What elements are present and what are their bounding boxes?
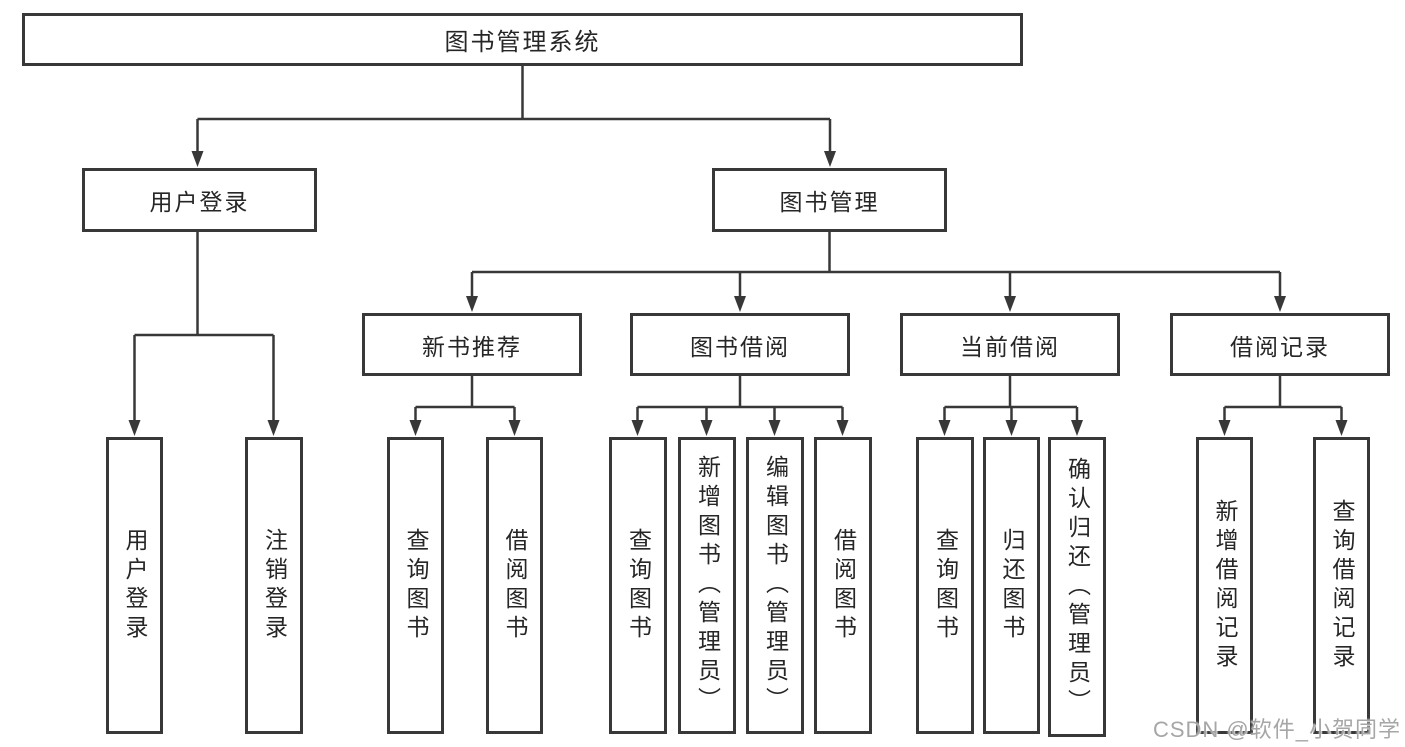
- node-user-login: 用户登录: [82, 168, 317, 232]
- leaf-label: 查询图书: [403, 527, 429, 644]
- arrowhead-icon: [824, 151, 836, 167]
- leaf-borrow-query-book: 查询图书: [609, 437, 667, 734]
- leaf-label: 确认归还（管理员）: [1064, 456, 1091, 718]
- leaf-current-query-book: 查询图书: [916, 437, 974, 734]
- leaf-label: 用户登录: [122, 527, 148, 644]
- connector-userlogin-to-leaves: [128, 232, 280, 436]
- arrowhead-icon: [191, 151, 204, 167]
- node-book-borrow: 图书借阅: [630, 313, 850, 376]
- arrowhead-icon: [734, 296, 746, 312]
- arrowhead-icon: [1274, 296, 1286, 312]
- leaf-current-return-book: 归还图书: [983, 437, 1040, 734]
- node-label: 图书借阅: [690, 333, 790, 360]
- node-borrow-records: 借阅记录: [1170, 313, 1390, 376]
- leaf-borrow-add-book-admin: 新增图书（管理员）: [678, 437, 736, 734]
- leaf-label: 借阅图书: [830, 527, 857, 644]
- connector-currentborrow-to-leaves: [938, 376, 1083, 436]
- csdn-watermark: CSDN @软件_小贺同学: [1152, 717, 1401, 742]
- leaf-label: 归还图书: [999, 527, 1025, 644]
- arrowhead-icon: [1004, 296, 1016, 312]
- leaf-label: 借阅图书: [502, 527, 528, 644]
- node-label: 图书管理系统: [444, 29, 601, 56]
- arrowhead-icon: [700, 420, 713, 436]
- arrowhead-icon: [267, 420, 280, 436]
- arrowhead-icon: [768, 420, 781, 436]
- arrowhead-icon: [466, 296, 478, 312]
- arrowhead-icon: [508, 420, 521, 436]
- node-current-borrow: 当前借阅: [900, 313, 1120, 376]
- arrowhead-icon: [409, 420, 422, 436]
- leaf-records-add-record: 新增借阅记录: [1196, 437, 1253, 734]
- leaf-logout: 注销登录: [245, 437, 303, 734]
- node-label: 当前借阅: [960, 333, 1060, 360]
- leaf-newbook-borrow-book: 借阅图书: [486, 437, 543, 734]
- leaf-label: 注销登录: [261, 527, 288, 644]
- arrowhead-icon: [1071, 420, 1083, 436]
- arrowhead-icon: [938, 420, 951, 436]
- leaf-label: 查询借阅记录: [1329, 498, 1355, 673]
- arrowhead-icon: [1218, 420, 1231, 436]
- leaf-user-login: 用户登录: [106, 437, 163, 734]
- leaf-label: 查询图书: [625, 527, 652, 644]
- connector-bookborrow-to-leaves: [631, 376, 849, 436]
- connector-root-to-level2: [191, 65, 836, 167]
- leaf-label: 编辑图书（管理员）: [762, 455, 789, 716]
- leaf-borrow-edit-book-admin: 编辑图书（管理员）: [746, 437, 804, 734]
- arrowhead-icon: [128, 420, 141, 436]
- arrowhead-icon: [836, 420, 849, 436]
- connector-records-to-leaves: [1218, 376, 1348, 436]
- node-label: 新书推荐: [422, 333, 522, 360]
- connector-bookmgmt-to-level3: [466, 232, 1286, 312]
- leaf-records-query-record: 查询借阅记录: [1313, 437, 1370, 734]
- node-book-management: 图书管理: [712, 168, 947, 232]
- arrowhead-icon: [631, 420, 644, 436]
- arrowhead-icon: [1335, 420, 1348, 436]
- node-label: 图书管理: [779, 189, 880, 215]
- leaf-label: 新增借阅记录: [1212, 498, 1238, 673]
- node-label: 借阅记录: [1230, 333, 1330, 360]
- leaf-current-confirm-return-admin: 确认归还（管理员）: [1048, 437, 1106, 737]
- leaf-label: 查询图书: [932, 527, 959, 644]
- node-library-management-system: 图书管理系统: [22, 13, 1023, 66]
- arrowhead-icon: [1005, 420, 1018, 436]
- leaf-newbook-query-book: 查询图书: [387, 437, 444, 734]
- leaf-borrow-borrow-book: 借阅图书: [814, 437, 872, 734]
- node-new-book-recommend: 新书推荐: [362, 313, 582, 376]
- leaf-label: 新增图书（管理员）: [694, 455, 721, 716]
- node-label: 用户登录: [149, 189, 250, 215]
- connector-newbook-to-leaves: [409, 376, 521, 436]
